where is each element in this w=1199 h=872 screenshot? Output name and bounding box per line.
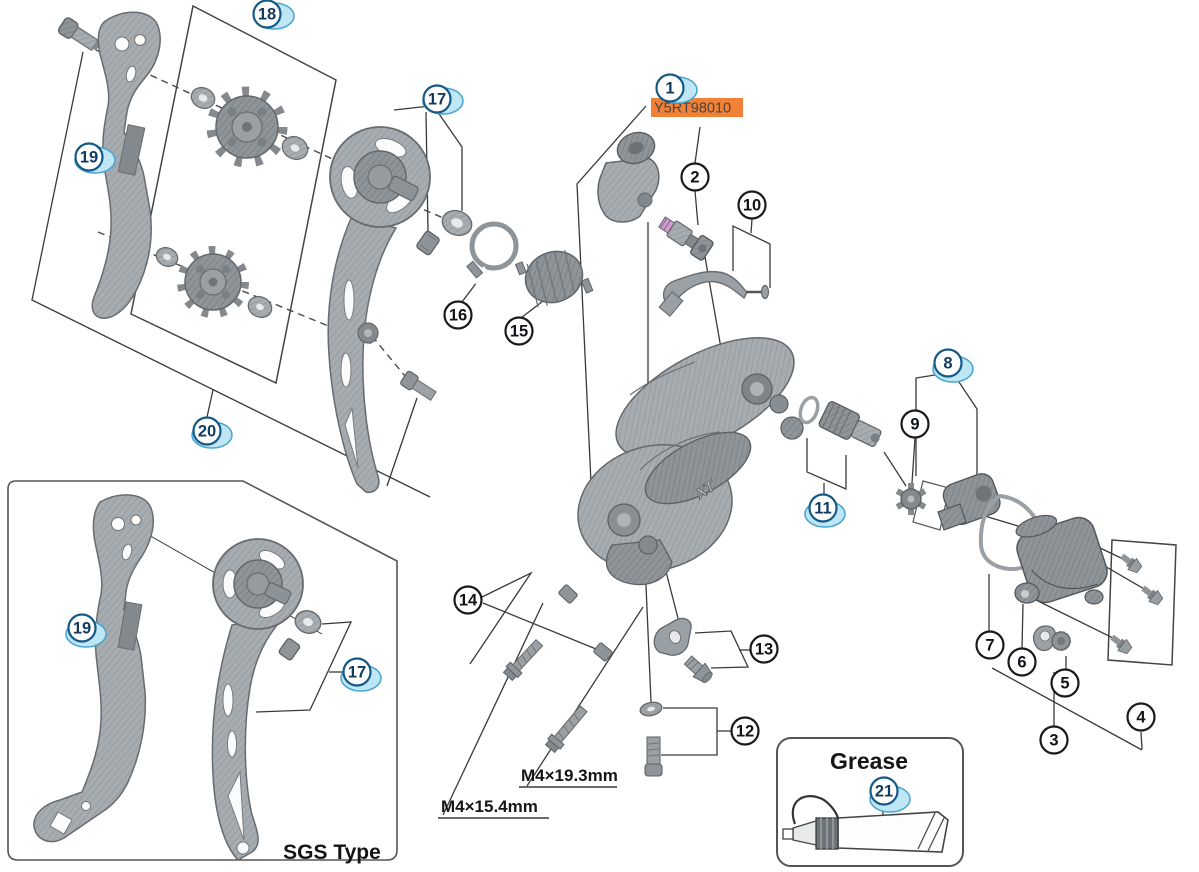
callout-11[interactable]: 11 [804, 493, 846, 528]
svg-text:3: 3 [1049, 732, 1058, 750]
upper-pulley [206, 86, 288, 168]
ratchet-bracket-box [912, 480, 950, 531]
stroke-bolt-short [502, 638, 544, 682]
pulley-kit-box [130, 4, 337, 385]
callout-19-sgs[interactable]: 19 [65, 613, 107, 648]
svg-text:16: 16 [449, 307, 467, 325]
callout-4[interactable]: 4 [1126, 702, 1156, 732]
outer-cage-plate [327, 126, 431, 494]
svg-text:15: 15 [510, 323, 528, 341]
plug-screw-1 [1120, 553, 1143, 574]
svg-text:20: 20 [198, 423, 216, 441]
cable-anchor [1032, 625, 1071, 652]
callout-15[interactable]: 15 [504, 316, 534, 346]
callout-12[interactable]: 12 [730, 716, 760, 746]
cage-bolt [57, 17, 101, 52]
tension-spring [514, 249, 594, 308]
anchor-bolt [644, 736, 663, 777]
svg-text:18: 18 [258, 6, 276, 24]
sgs-inner-plate [33, 494, 154, 843]
svg-text:9: 9 [910, 416, 919, 434]
cable-guide-hook [658, 270, 770, 318]
callout-18[interactable]: 18 [252, 0, 295, 30]
derailleur-body: XT [577, 337, 804, 586]
bracket-screw [683, 655, 713, 684]
cable-adjust-barrel [818, 401, 882, 447]
callout-9[interactable]: 9 [900, 409, 930, 439]
svg-text:12: 12 [736, 723, 754, 741]
callout-5[interactable]: 5 [1050, 668, 1080, 698]
svg-text:14: 14 [459, 592, 478, 610]
svg-text:17: 17 [348, 664, 366, 682]
cover-gasket [978, 493, 1043, 572]
callout-3[interactable]: 3 [1039, 725, 1069, 755]
callout-13[interactable]: 13 [749, 634, 779, 664]
svg-text:6: 6 [1017, 654, 1026, 672]
svg-text:1: 1 [665, 80, 674, 98]
inner-cage-plate [91, 11, 161, 319]
svg-text:4: 4 [1136, 709, 1146, 727]
ratchet-plate [895, 483, 927, 515]
upper-pulley-washers [190, 86, 309, 161]
callout-14[interactable]: 14 [453, 585, 483, 615]
snap-ring [466, 221, 519, 290]
svg-text:8: 8 [943, 355, 952, 373]
sgs-type-box: SGS Type [7, 480, 398, 864]
bracket-axle-knuckle [597, 131, 660, 223]
plug-screws-box [1107, 539, 1177, 666]
part-number-text: Y5RT98010 [654, 101, 731, 117]
svg-text:2: 2 [690, 169, 699, 187]
lower-pulley [177, 246, 249, 318]
svg-text:13: 13 [755, 641, 773, 659]
bracket-axle-bolt [658, 216, 714, 261]
grease-tube [782, 795, 949, 853]
svg-text:7: 7 [985, 637, 994, 655]
stroke-bolt-long [544, 705, 588, 754]
lower-pulley-washers [155, 246, 273, 319]
callout-17-sgs[interactable]: 17 [340, 657, 382, 692]
o-ring [798, 395, 820, 425]
bolt-short-label: M4×15.4mm [441, 797, 538, 816]
callout-17-top[interactable]: 17 [422, 84, 464, 115]
callout-1[interactable]: 1 [655, 73, 698, 104]
sgs-plate-bushing [278, 638, 301, 661]
callout-20[interactable]: 20 [191, 416, 233, 449]
grease-label: Grease [830, 748, 908, 774]
svg-text:19: 19 [73, 620, 91, 638]
callout-16[interactable]: 16 [443, 300, 473, 330]
svg-text:17: 17 [428, 91, 446, 109]
callout-19-top[interactable]: 19 [74, 142, 116, 174]
cage-stop-nut-short [558, 584, 578, 604]
svg-text:5: 5 [1060, 675, 1069, 693]
callout-6[interactable]: 6 [1007, 647, 1037, 677]
switch-cover [1014, 514, 1108, 605]
callout-7[interactable]: 7 [975, 630, 1005, 660]
callout-10[interactable]: 10 [737, 190, 767, 220]
svg-text:21: 21 [875, 783, 893, 801]
sgs-plate-washer [294, 610, 322, 634]
serrated-washer [639, 701, 663, 717]
svg-text:19: 19 [80, 149, 98, 167]
plate-stopper-bolt [400, 370, 437, 401]
callout-21[interactable]: 21 [869, 776, 911, 813]
cage-stop-nut-long [593, 642, 613, 662]
plate-washer [441, 209, 473, 237]
plate-bushing [416, 230, 440, 256]
plug-screw-3 [1110, 634, 1133, 655]
callout-8[interactable]: 8 [932, 348, 974, 383]
callout-2[interactable]: 2 [680, 162, 710, 192]
bracket-plate [653, 617, 692, 656]
svg-text:10: 10 [743, 197, 761, 215]
bolt-long-label: M4×19.3mm [521, 766, 618, 785]
svg-text:11: 11 [814, 500, 831, 518]
plug-screw-2 [1141, 585, 1164, 606]
sgs-outer-plate [211, 538, 304, 861]
sgs-type-label: SGS Type [283, 841, 381, 864]
